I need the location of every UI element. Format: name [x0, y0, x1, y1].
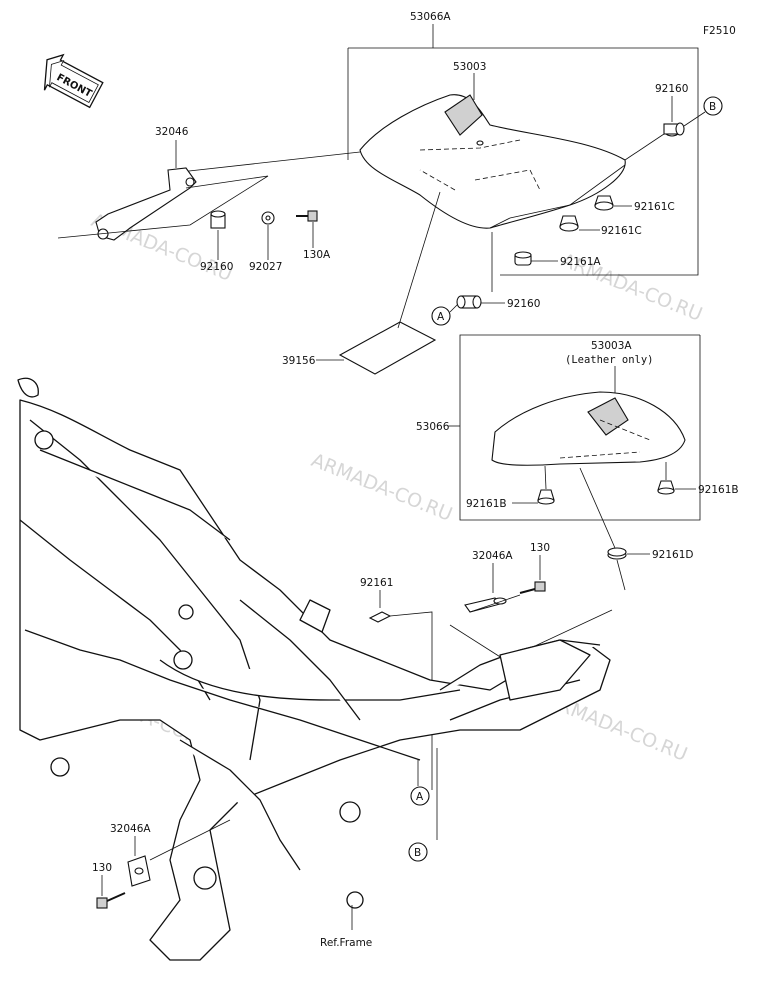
bolt-130-top — [519, 581, 546, 594]
bumper-92161A — [514, 251, 532, 266]
rear-seat-cowl — [491, 391, 686, 466]
part-label-92161C-2: 92161C — [601, 225, 642, 237]
part-label-92160-left: 92160 — [200, 261, 233, 273]
part-label-92161C-1: 92161C — [634, 201, 675, 213]
part-label-leather-only: (Leather only) — [565, 354, 654, 366]
callout-B-top — [703, 96, 723, 116]
bumper-92161B-1 — [537, 489, 555, 505]
bumper-92161D — [607, 547, 627, 560]
part-label-39156: 39156 — [282, 355, 316, 367]
part-label-92161D: 92161D — [652, 549, 694, 561]
front-arrow-icon: FRONT — [43, 53, 104, 109]
motorcycle-frame — [17, 377, 611, 961]
part-label-32046A-bottom: 32046A — [110, 823, 151, 835]
seat-bracket-32046 — [95, 167, 197, 241]
part-label-92160-top: 92160 — [655, 83, 688, 95]
grommet-92160-left — [210, 210, 226, 229]
part-label-92161B-2: 92161B — [698, 484, 739, 496]
rear-seat-box — [459, 334, 701, 521]
part-label-92160-bottom: 92160 — [507, 298, 540, 310]
part-label-92161A: 92161A — [560, 256, 601, 268]
part-label-130A: 130A — [303, 249, 331, 261]
part-label-53066: 53066 — [416, 421, 450, 433]
part-label-92027: 92027 — [249, 261, 282, 273]
part-label-130-bottom: 130 — [92, 862, 112, 874]
bumper-92161C-1 — [594, 195, 614, 211]
part-label-92161: 92161 — [360, 577, 393, 589]
part-label-92161B-1: 92161B — [466, 498, 507, 510]
part-label-32046: 32046 — [155, 126, 189, 138]
callout-B-bottom — [408, 842, 428, 862]
bumper-92161C-2 — [559, 215, 579, 232]
part-label-32046A-top: 32046A — [472, 550, 513, 562]
callout-A-bottom — [410, 786, 430, 806]
seat-assembly-box — [348, 47, 699, 276]
callout-A-top-label: A — [437, 311, 445, 323]
pad-39156 — [338, 321, 437, 375]
figure-code: F2510 — [703, 25, 736, 37]
bolt-130A — [296, 210, 318, 222]
pin-32046A-bottom — [127, 855, 151, 887]
pin-32046A-top — [464, 597, 507, 613]
watermark: ARMADA-CO.RU — [308, 449, 455, 526]
part-label-53003A: 53003A — [591, 340, 632, 352]
bolt-130-bottom — [96, 892, 126, 909]
callout-B-top-label: B — [709, 101, 716, 113]
part-label-53066A: 53066A — [410, 11, 451, 23]
grommet-92160-bottom — [456, 295, 482, 309]
part-label-53003: 53003 — [453, 61, 486, 73]
part-label-130-top: 130 — [530, 542, 550, 554]
ref-frame-label: Ref.Frame — [320, 937, 372, 949]
collar-92027 — [261, 211, 275, 225]
grommet-92160-top — [663, 122, 685, 137]
callout-B-bottom-label: B — [414, 847, 421, 859]
bumper-92161B-2 — [657, 480, 675, 495]
bumper-92161 — [368, 611, 392, 623]
callout-A-top — [431, 306, 451, 326]
front-seat — [359, 94, 626, 229]
callout-A-bottom-label: A — [416, 791, 424, 803]
